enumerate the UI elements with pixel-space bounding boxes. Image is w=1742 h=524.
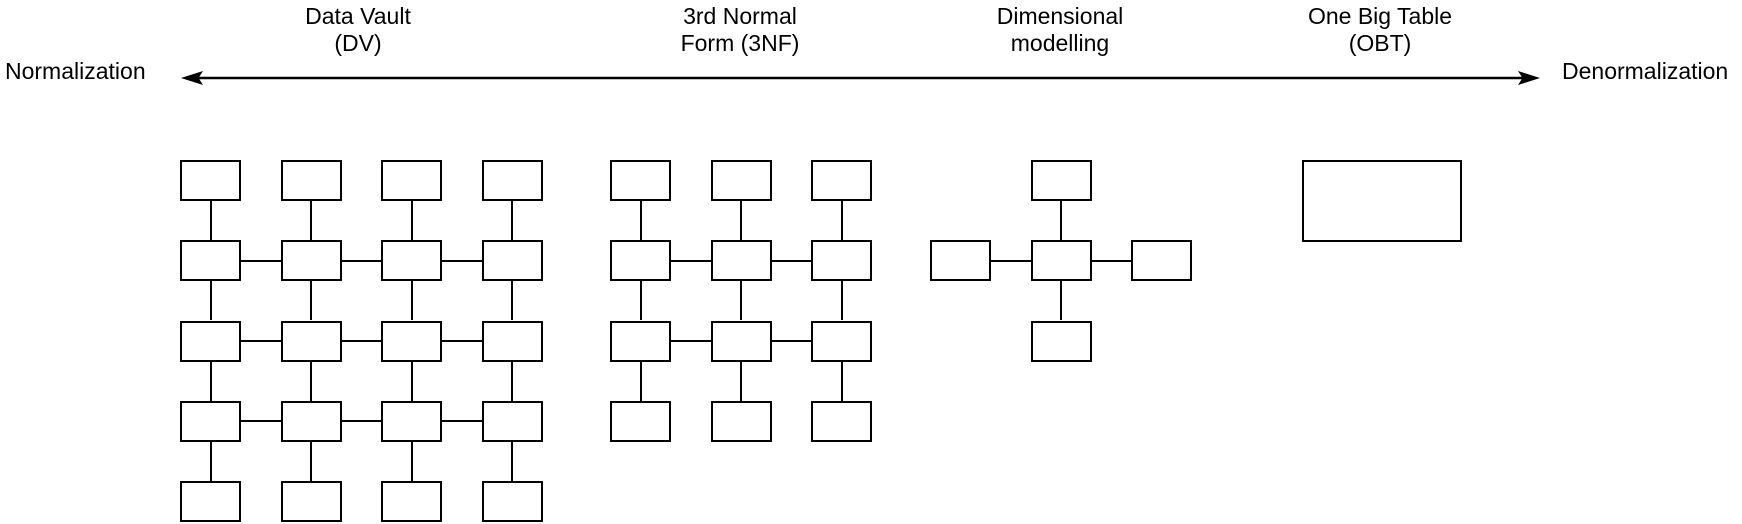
- dimensional-modelling-relationship-connector: [991, 260, 1031, 262]
- third-normal-form-table-box: [610, 240, 671, 281]
- dimensional-modelling-relationship-connector: [1060, 281, 1062, 320]
- data-vault-relationship-connector: [411, 201, 413, 240]
- data-vault-relationship-connector: [310, 362, 312, 401]
- approach-label-line: 3rd Normal: [683, 3, 797, 29]
- third-normal-form-relationship-connector: [671, 340, 711, 342]
- approach-label-line: Data Vault: [305, 3, 411, 29]
- axis-label-normalization: Normalization: [5, 58, 146, 84]
- third-normal-form-relationship-connector: [841, 362, 843, 401]
- data-vault-table-box: [180, 321, 241, 362]
- data-vault-table-box: [381, 401, 442, 442]
- data-vault-relationship-connector: [442, 420, 482, 422]
- data-vault-table-box: [482, 240, 543, 281]
- data-vault-table-box: [180, 240, 241, 281]
- approach-label-line: (OBT): [1348, 30, 1412, 56]
- third-normal-form-table-box: [811, 240, 872, 281]
- data-vault-table-box: [381, 481, 442, 522]
- approach-label-data-vault: Data Vault (DV): [228, 3, 488, 57]
- data-vault-table-box: [281, 481, 342, 522]
- third-normal-form-relationship-connector: [640, 362, 642, 401]
- third-normal-form-relationship-connector: [841, 201, 843, 240]
- data-vault-relationship-connector: [411, 362, 413, 401]
- third-normal-form-table-box: [711, 401, 772, 442]
- data-vault-table-box: [281, 321, 342, 362]
- data-vault-relationship-connector: [442, 260, 482, 262]
- approach-label-line: (DV): [334, 30, 382, 56]
- data-vault-relationship-connector: [241, 260, 281, 262]
- data-vault-table-box: [281, 240, 342, 281]
- data-vault-table-box: [281, 160, 342, 201]
- data-vault-relationship-connector: [411, 281, 413, 320]
- third-normal-form-relationship-connector: [772, 260, 812, 262]
- data-vault-table-box: [180, 401, 241, 442]
- third-normal-form-table-box: [711, 321, 772, 362]
- approach-label-line: Dimensional: [996, 3, 1124, 29]
- arrowhead-right-icon: [1518, 71, 1540, 85]
- data-vault-relationship-connector: [342, 420, 382, 422]
- data-vault-relationship-connector: [442, 340, 482, 342]
- data-vault-table-box: [180, 160, 241, 201]
- third-normal-form-relationship-connector: [671, 260, 711, 262]
- data-vault-table-box: [482, 481, 543, 522]
- data-vault-relationship-connector: [210, 442, 212, 481]
- third-normal-form-table-box: [811, 401, 872, 442]
- data-vault-relationship-connector: [511, 281, 513, 320]
- dimension-table-box: [1131, 240, 1192, 281]
- approach-label-line: Form (3NF): [680, 30, 800, 56]
- data-vault-table-box: [381, 321, 442, 362]
- approach-label-line: One Big Table: [1307, 3, 1453, 29]
- third-normal-form-table-box: [811, 321, 872, 362]
- third-normal-form-table-box: [711, 240, 772, 281]
- third-normal-form-table-box: [610, 160, 671, 201]
- spectrum-double-arrow: [181, 71, 1540, 85]
- fact-table-box: [1031, 240, 1092, 281]
- data-vault-table-box: [381, 240, 442, 281]
- data-vault-table-box: [180, 481, 241, 522]
- data-vault-relationship-connector: [210, 281, 212, 320]
- third-normal-form-relationship-connector: [640, 201, 642, 240]
- third-normal-form-table-box: [811, 160, 872, 201]
- data-vault-table-box: [381, 160, 442, 201]
- approach-label-line: modelling: [1010, 30, 1110, 56]
- third-normal-form-table-box: [711, 160, 772, 201]
- dimension-table-box: [1031, 160, 1092, 201]
- data-vault-table-box: [482, 160, 543, 201]
- data-vault-relationship-connector: [511, 442, 513, 481]
- approach-label-3nf: 3rd Normal Form (3NF): [610, 3, 870, 57]
- third-normal-form-relationship-connector: [740, 281, 742, 320]
- data-vault-relationship-connector: [511, 362, 513, 401]
- data-vault-relationship-connector: [511, 201, 513, 240]
- data-vault-relationship-connector: [310, 201, 312, 240]
- dimension-table-box: [930, 240, 991, 281]
- third-normal-form-relationship-connector: [740, 201, 742, 240]
- data-vault-relationship-connector: [241, 340, 281, 342]
- data-vault-relationship-connector: [310, 281, 312, 320]
- approach-label-obt: One Big Table (OBT): [1250, 3, 1510, 57]
- one-big-table-box: [1302, 160, 1462, 242]
- third-normal-form-relationship-connector: [841, 281, 843, 320]
- data-vault-table-box: [482, 321, 543, 362]
- third-normal-form-relationship-connector: [772, 340, 812, 342]
- dimensional-modelling-relationship-connector: [1092, 260, 1132, 262]
- third-normal-form-relationship-connector: [640, 281, 642, 320]
- data-vault-relationship-connector: [310, 442, 312, 481]
- data-vault-relationship-connector: [411, 442, 413, 481]
- approach-label-dimensional: Dimensional modelling: [930, 3, 1190, 57]
- data-vault-relationship-connector: [210, 201, 212, 240]
- third-normal-form-relationship-connector: [740, 362, 742, 401]
- data-vault-table-box: [482, 401, 543, 442]
- arrowhead-left-icon: [181, 71, 203, 85]
- data-vault-table-box: [281, 401, 342, 442]
- data-vault-relationship-connector: [241, 420, 281, 422]
- axis-label-denormalization: Denormalization: [1562, 58, 1729, 84]
- data-vault-relationship-connector: [342, 340, 382, 342]
- dimension-table-box: [1031, 321, 1092, 362]
- data-vault-relationship-connector: [342, 260, 382, 262]
- third-normal-form-table-box: [610, 401, 671, 442]
- dimensional-modelling-relationship-connector: [1060, 201, 1062, 240]
- third-normal-form-table-box: [610, 321, 671, 362]
- data-vault-relationship-connector: [210, 362, 212, 401]
